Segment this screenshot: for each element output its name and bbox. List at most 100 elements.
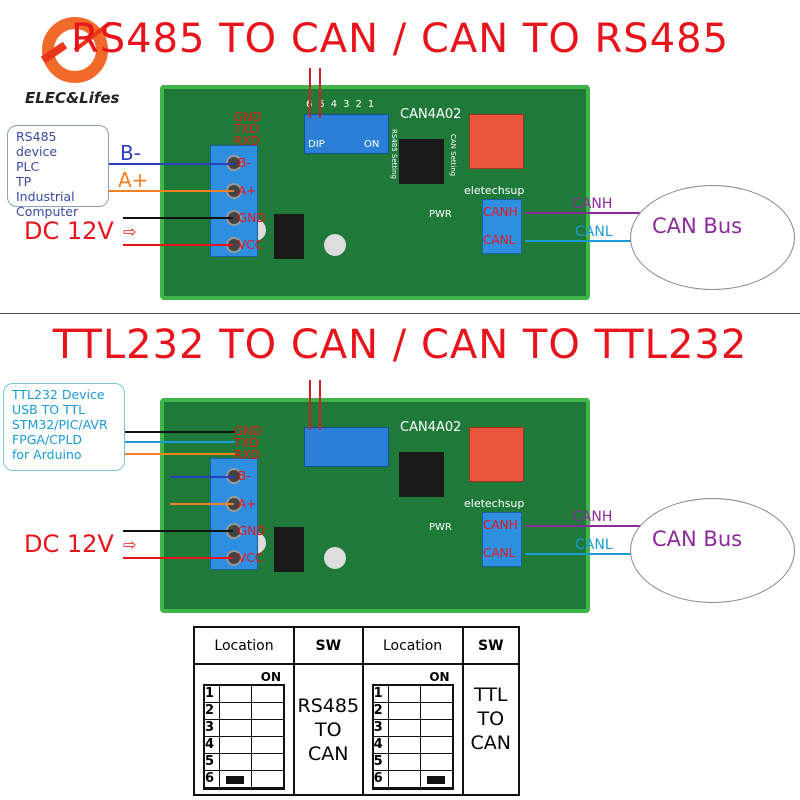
- dip-cell: [219, 685, 251, 703]
- dip-cell: [387, 702, 420, 720]
- pin-txd: TXD: [234, 122, 259, 136]
- dip-cell: [419, 770, 452, 788]
- regulator: [274, 214, 304, 259]
- dip-row-number: 4: [205, 737, 219, 754]
- dip-cell: [219, 753, 251, 771]
- dip-row-number: 3: [205, 720, 219, 737]
- txd-wire: [125, 441, 235, 443]
- dip-row-number: 2: [373, 703, 388, 720]
- canl-wire: [525, 553, 650, 555]
- b-wire: [170, 476, 234, 478]
- dc12v-label: DC 12V: [24, 530, 114, 558]
- pin-a: A+: [238, 184, 257, 198]
- dip-cell: [251, 702, 283, 720]
- capacitor: [324, 234, 346, 256]
- header-location: Location: [193, 626, 295, 665]
- dip-cell: [387, 753, 420, 771]
- dip-row-number: 1: [373, 686, 388, 703]
- dip-row-number: 2: [205, 703, 219, 720]
- dc12v-label: DC 12V: [24, 217, 114, 245]
- capacitor: [324, 547, 346, 569]
- logo-text: ELEC&Lifes: [25, 89, 120, 107]
- dip-row-number: 6: [373, 771, 388, 788]
- brand-label: eletechsup: [464, 184, 525, 197]
- dip-cell: [251, 736, 283, 754]
- dip-cell: [387, 736, 420, 754]
- pin-gnd: GND: [234, 424, 262, 438]
- dip-switch-red: [469, 114, 524, 169]
- rs485-setting-label: RS485 Setting: [390, 129, 398, 179]
- can-terminal: [482, 512, 522, 567]
- dip-cell: [419, 719, 452, 737]
- dip-row-number: 6: [205, 771, 219, 788]
- arrow-right-icon: ⇨: [123, 535, 137, 554]
- dip-cell: [419, 685, 452, 703]
- dip-cell: [219, 702, 251, 720]
- model-label: CAN4A02: [400, 107, 462, 122]
- canh-label: CANH: [572, 509, 613, 525]
- dip-cell: [251, 719, 283, 737]
- pin-vcc: VCC: [238, 238, 263, 252]
- pin-canh: CANH: [483, 205, 518, 219]
- logo-icon: [40, 17, 112, 83]
- canl-label: CANL: [575, 224, 613, 240]
- dip-row-number: 3: [373, 720, 388, 737]
- pin-canh: CANH: [483, 518, 518, 532]
- mcu-chip: [399, 452, 444, 497]
- header-sw: SW: [461, 626, 521, 665]
- pin-b: B-: [238, 469, 251, 483]
- dip-row-number: 5: [205, 754, 219, 771]
- divider: [0, 313, 800, 314]
- can-bus-label: CAN Bus: [652, 527, 743, 551]
- gnd-wire: [125, 431, 235, 433]
- on-label: ON: [429, 669, 450, 684]
- pin-gnd-term: GND: [238, 211, 266, 225]
- a-wire: [109, 190, 234, 192]
- dip-row-number: 1: [205, 686, 219, 703]
- dip-knob: [426, 775, 445, 784]
- dip-switch-blue: [304, 114, 389, 154]
- header-location: Location: [361, 626, 464, 665]
- pin-rxd: RXD: [234, 134, 260, 148]
- pin-gnd-term: GND: [238, 524, 266, 538]
- b-label: B-: [120, 141, 141, 165]
- pin-vcc: VCC: [238, 551, 263, 565]
- dip-cell: [419, 736, 452, 754]
- dip-cell: [419, 702, 452, 720]
- canh-wire: [525, 525, 650, 527]
- dip-cell: [219, 736, 251, 754]
- can-bus-cloud: [630, 498, 795, 603]
- dip-switch-red: [469, 427, 524, 482]
- dip-cell: [251, 685, 283, 703]
- canh-wire: [525, 212, 650, 214]
- dip-cell: [387, 770, 420, 788]
- dip-row-number: 4: [373, 737, 388, 754]
- vcc-wire: [123, 244, 233, 246]
- b-wire: [109, 163, 234, 165]
- gnd-wire: [123, 217, 233, 219]
- pin-canl: CANL: [483, 233, 516, 247]
- dip-cell: [387, 685, 420, 703]
- dip-on-label: ON: [364, 139, 380, 150]
- dip-row-number: 5: [373, 754, 388, 771]
- section2-title: TTL232 TO CAN / CAN TO TTL232: [52, 322, 748, 368]
- pwr-label: PWR: [429, 209, 452, 220]
- rxd-wire: [125, 453, 235, 455]
- dip-cell: [419, 753, 452, 771]
- dip-cell: [219, 770, 251, 788]
- dip-cell: [251, 770, 283, 788]
- can-terminal: [482, 199, 522, 254]
- mcu-chip: [399, 139, 444, 184]
- a-label: A+: [118, 168, 149, 192]
- can-setting-label: CAN Setting: [449, 134, 457, 177]
- a-wire: [170, 503, 234, 505]
- pin-canl: CANL: [483, 546, 516, 560]
- pin-rxd: RXD: [234, 448, 260, 462]
- can-bus-label: CAN Bus: [652, 214, 743, 238]
